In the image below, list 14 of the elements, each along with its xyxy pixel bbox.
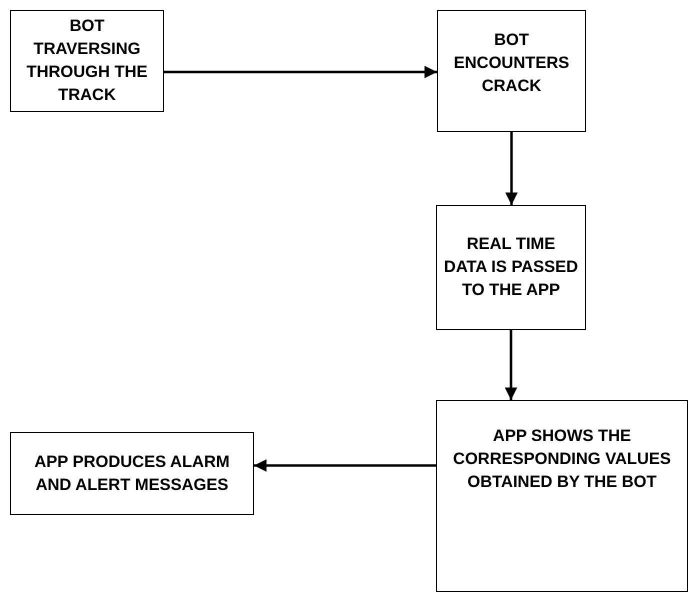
arrow (164, 66, 437, 78)
box-label: BOT ENCOUNTERS CRACK (452, 30, 570, 97)
process-box (436, 205, 586, 330)
arrow (505, 132, 518, 205)
process-box (437, 10, 586, 132)
process-box (10, 432, 254, 515)
box-label: APP SHOWS THE CORRESPONDING VALUES OBTAINED BY THE BOT (452, 426, 672, 493)
box-label: APP PRODUCES ALARM AND ALERT MESSAGES (33, 452, 231, 496)
box-label: REAL TIME DATA IS PASSED TO THE APP (443, 234, 579, 301)
process-box (10, 10, 164, 112)
arrow (504, 330, 518, 400)
box-label: BOT TRAVERSING THROUGH THE TRACK (26, 16, 148, 106)
arrow (254, 459, 436, 472)
process-box (436, 400, 688, 592)
